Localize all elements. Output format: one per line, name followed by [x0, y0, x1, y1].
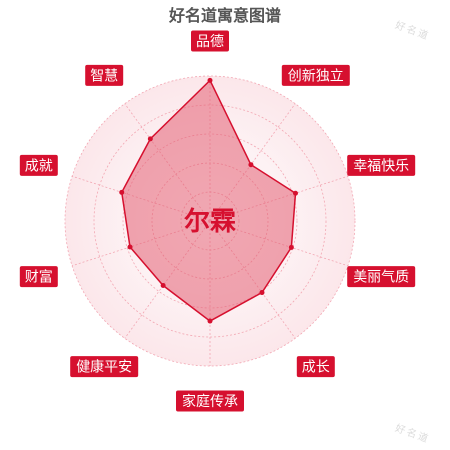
- axis-label-text: 财富: [25, 269, 53, 286]
- data-point-家庭传承: [207, 318, 213, 324]
- axis-label-box: [296, 356, 335, 378]
- axis-label-box: [347, 154, 416, 176]
- axis-label-box: [19, 154, 58, 176]
- axis-label-创新独立: 创新独立: [281, 64, 350, 86]
- axis-label-幸福快乐: 幸福快乐: [347, 154, 416, 176]
- axis-label-成长: 成长: [296, 356, 335, 378]
- axis-label-box: [347, 266, 416, 288]
- axis-label-box: [19, 266, 58, 288]
- axis-label-成就: 成就: [19, 154, 58, 176]
- axis-label-box: [176, 390, 244, 412]
- axis-label-text: 品德: [196, 34, 224, 50]
- data-point-美丽气质: [288, 244, 294, 250]
- axis-label-text: 美丽气质: [353, 270, 409, 286]
- grid-ring: [93, 104, 327, 338]
- axis-label-box: [70, 356, 139, 378]
- center-name-label: 尔霖: [184, 206, 236, 237]
- data-point-财富: [127, 244, 133, 250]
- data-point-创新独立: [248, 162, 254, 168]
- data-point-成长: [259, 290, 265, 296]
- axis-label-text: 成长: [302, 360, 330, 376]
- axis-label-text: 健康平安: [76, 359, 132, 376]
- axis-label-美丽气质: 美丽气质: [347, 266, 416, 288]
- axis-label-box: [191, 30, 229, 52]
- axis-label-text: 成就: [25, 158, 53, 174]
- axis-label-text: 智慧: [90, 68, 118, 84]
- axis-label-text: 家庭传承: [182, 393, 238, 410]
- data-point-健康平安: [160, 283, 166, 289]
- axis-label-家庭传承: 家庭传承: [176, 390, 244, 412]
- axis-label-box: [85, 64, 124, 86]
- data-point-智慧: [147, 136, 153, 142]
- axis-label-box: [281, 64, 350, 86]
- axis-label-健康平安: 健康平安: [70, 356, 139, 378]
- data-point-成就: [119, 189, 125, 195]
- data-point-品德: [207, 77, 213, 83]
- chart-title: 好名道寓意图谱: [168, 6, 281, 25]
- axis-label-品德: 品德: [191, 30, 229, 52]
- axis-label-智慧: 智慧: [85, 64, 124, 86]
- axis-label-text: 幸福快乐: [353, 158, 409, 174]
- data-point-幸福快乐: [292, 190, 298, 196]
- axis-label-财富: 财富: [19, 266, 58, 288]
- axis-label-text: 创新独立: [288, 68, 344, 84]
- grid-ring: [64, 75, 356, 367]
